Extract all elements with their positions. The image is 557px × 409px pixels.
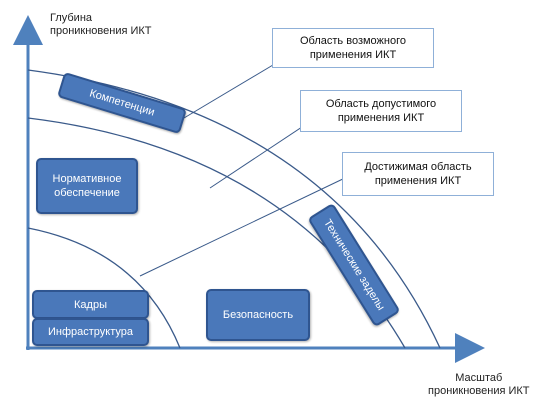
x-axis-label: Масштаб проникновения ИКТ <box>428 372 530 397</box>
security-box: Безопасность <box>206 289 310 341</box>
pointer-line-3 <box>139 176 348 277</box>
inner-arc <box>27 227 181 349</box>
normative-box: Нормативное обеспечение <box>36 158 138 214</box>
y-axis-label: Глубина проникновения ИКТ <box>50 12 152 37</box>
callout-allowed-area: Область допустимого применения ИКТ <box>300 90 462 132</box>
pointer-line-1 <box>183 61 279 119</box>
pointer-line-2 <box>209 124 306 189</box>
infrastructure-box: Инфраструктура <box>32 318 149 346</box>
personnel-box: Кадры <box>32 290 149 319</box>
callout-possible-area: Область возможного применения ИКТ <box>272 28 434 68</box>
callout-achievable-area: Достижимая область применения ИКТ <box>342 152 494 196</box>
